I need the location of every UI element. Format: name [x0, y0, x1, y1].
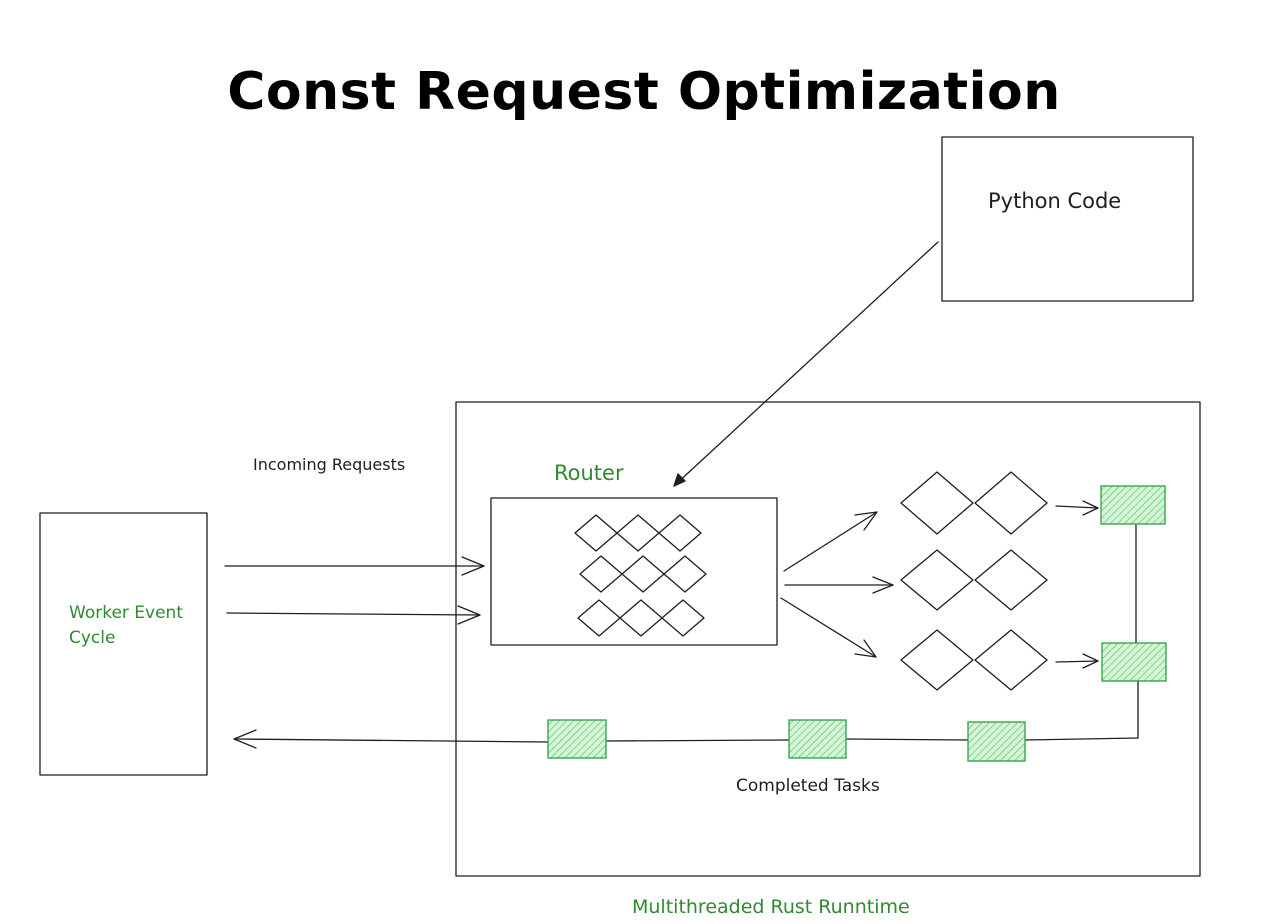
router-thread-diamond — [658, 514, 702, 552]
incoming-request-arrow-1 — [224, 556, 485, 576]
completed-tasks-label: Completed Tasks — [736, 776, 880, 796]
worker-thread-row-2 — [900, 549, 1048, 611]
worker-thread-diamond — [974, 471, 1048, 535]
router-label: Router — [554, 461, 624, 485]
worker-thread-row-3 — [900, 629, 1048, 691]
worker-event-label-line2: Cycle — [69, 628, 116, 648]
diagram-title: Const Request Optimization — [227, 62, 1061, 122]
python-code-box — [941, 136, 1194, 302]
router-thread-diamond — [616, 514, 660, 552]
worker-event-cycle-box — [39, 512, 208, 776]
task-square — [967, 721, 1026, 762]
router-thread-diamond — [577, 599, 621, 637]
task-square — [1101, 642, 1167, 682]
router-out-arrow-1 — [783, 511, 878, 572]
router-thread-diamond — [579, 555, 623, 593]
return-arrow — [233, 729, 549, 749]
worker-thread-diamond — [900, 549, 974, 611]
worker-event-label-line1: Worker Event — [69, 603, 183, 623]
worker-thread-row-1 — [900, 471, 1048, 535]
completed-task-connectors — [605, 524, 1139, 742]
router-thread-diamond — [619, 599, 663, 637]
runtime-container — [455, 401, 1201, 877]
thread-output-arrow-2 — [1055, 653, 1099, 669]
thread-output-arrow-1 — [1055, 500, 1099, 516]
task-square — [788, 719, 847, 759]
python-code-label: Python Code — [988, 189, 1122, 213]
router-thread-diamond — [621, 555, 665, 593]
task-square — [547, 719, 607, 759]
router-out-arrow-3 — [780, 597, 877, 658]
worker-thread-diamond — [974, 629, 1048, 691]
incoming-request-arrow-2 — [226, 605, 481, 625]
task-square — [1100, 485, 1166, 525]
worker-thread-diamond — [900, 471, 974, 535]
incoming-requests-label: Incoming Requests — [253, 455, 406, 474]
runtime-label: Multithreaded Rust Runntime — [632, 896, 910, 918]
router-thread-diamond — [661, 599, 705, 637]
router-thread-grid — [574, 514, 707, 637]
router-thread-diamond — [663, 555, 707, 593]
router-box — [490, 497, 778, 646]
worker-thread-diamond — [974, 549, 1048, 611]
worker-thread-diamond — [900, 629, 974, 691]
python-to-router-arrow — [673, 241, 939, 487]
router-thread-diamond — [574, 514, 618, 552]
router-out-arrow-2 — [784, 576, 894, 594]
